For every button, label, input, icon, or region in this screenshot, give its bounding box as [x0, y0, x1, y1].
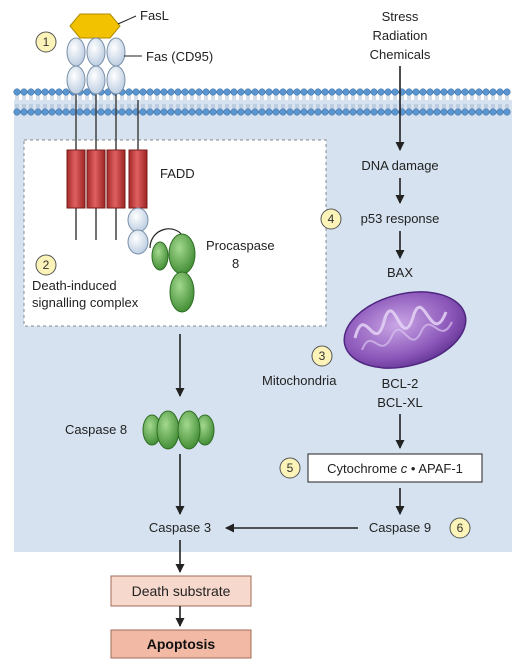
fasl-label: FasL — [140, 8, 169, 23]
step-5-badge: 5 — [279, 457, 301, 479]
caspase3-label: Caspase 3 — [149, 520, 211, 535]
cytochrome-box — [307, 453, 483, 483]
mitochondria-label: Mitochondria — [262, 373, 337, 388]
caspase9-label: Caspase 9 — [369, 520, 431, 535]
death-substrate-box — [110, 575, 252, 607]
bcl2-label: BCL-2 — [382, 376, 419, 391]
step-1-badge: 1 — [35, 31, 57, 53]
cytochrome-label: Cytochrome c • APAF-1 — [327, 461, 463, 476]
apoptosis-box — [110, 629, 252, 659]
fas-receptor — [66, 37, 126, 240]
procaspase-label-1: Procaspase — [206, 238, 275, 253]
stress-label: Stress — [382, 9, 419, 24]
radiation-label: Radiation — [373, 28, 428, 43]
step-2-badge: 2 — [35, 254, 57, 276]
fas-label: Fas (CD95) — [146, 49, 213, 64]
step-4-badge: 4 — [320, 208, 342, 230]
step-6-badge: 6 — [449, 517, 471, 539]
mitochondrion — [343, 291, 467, 369]
svg-text:1: 1 — [43, 35, 50, 49]
chemicals-label: Chemicals — [370, 47, 431, 62]
fadd-complex — [66, 100, 149, 255]
fadd-label: FADD — [160, 166, 195, 181]
caspase-8-active — [142, 410, 215, 450]
procaspase-8 — [149, 228, 196, 313]
dna-damage-label: DNA damage — [361, 158, 438, 173]
cell-membrane — [13, 88, 511, 116]
disc-label-1: Death-induced — [32, 278, 117, 293]
bax-label: BAX — [387, 265, 413, 280]
bclxl-label: BCL-XL — [377, 395, 423, 410]
death-substrate-label: Death substrate — [132, 583, 231, 599]
apoptosis-label: Apoptosis — [147, 636, 216, 652]
disc-label-2: signalling complex — [32, 295, 139, 310]
svg-text:6: 6 — [457, 521, 464, 535]
svg-text:5: 5 — [287, 461, 294, 475]
fasl-ligand — [69, 13, 121, 39]
step-3-badge: 3 — [311, 345, 333, 367]
procaspase-label-2: 8 — [232, 256, 239, 271]
svg-text:4: 4 — [328, 212, 335, 226]
caspase8-label: Caspase 8 — [65, 422, 127, 437]
svg-text:2: 2 — [43, 258, 50, 272]
p53-label: p53 response — [361, 211, 440, 226]
svg-text:3: 3 — [319, 349, 326, 363]
